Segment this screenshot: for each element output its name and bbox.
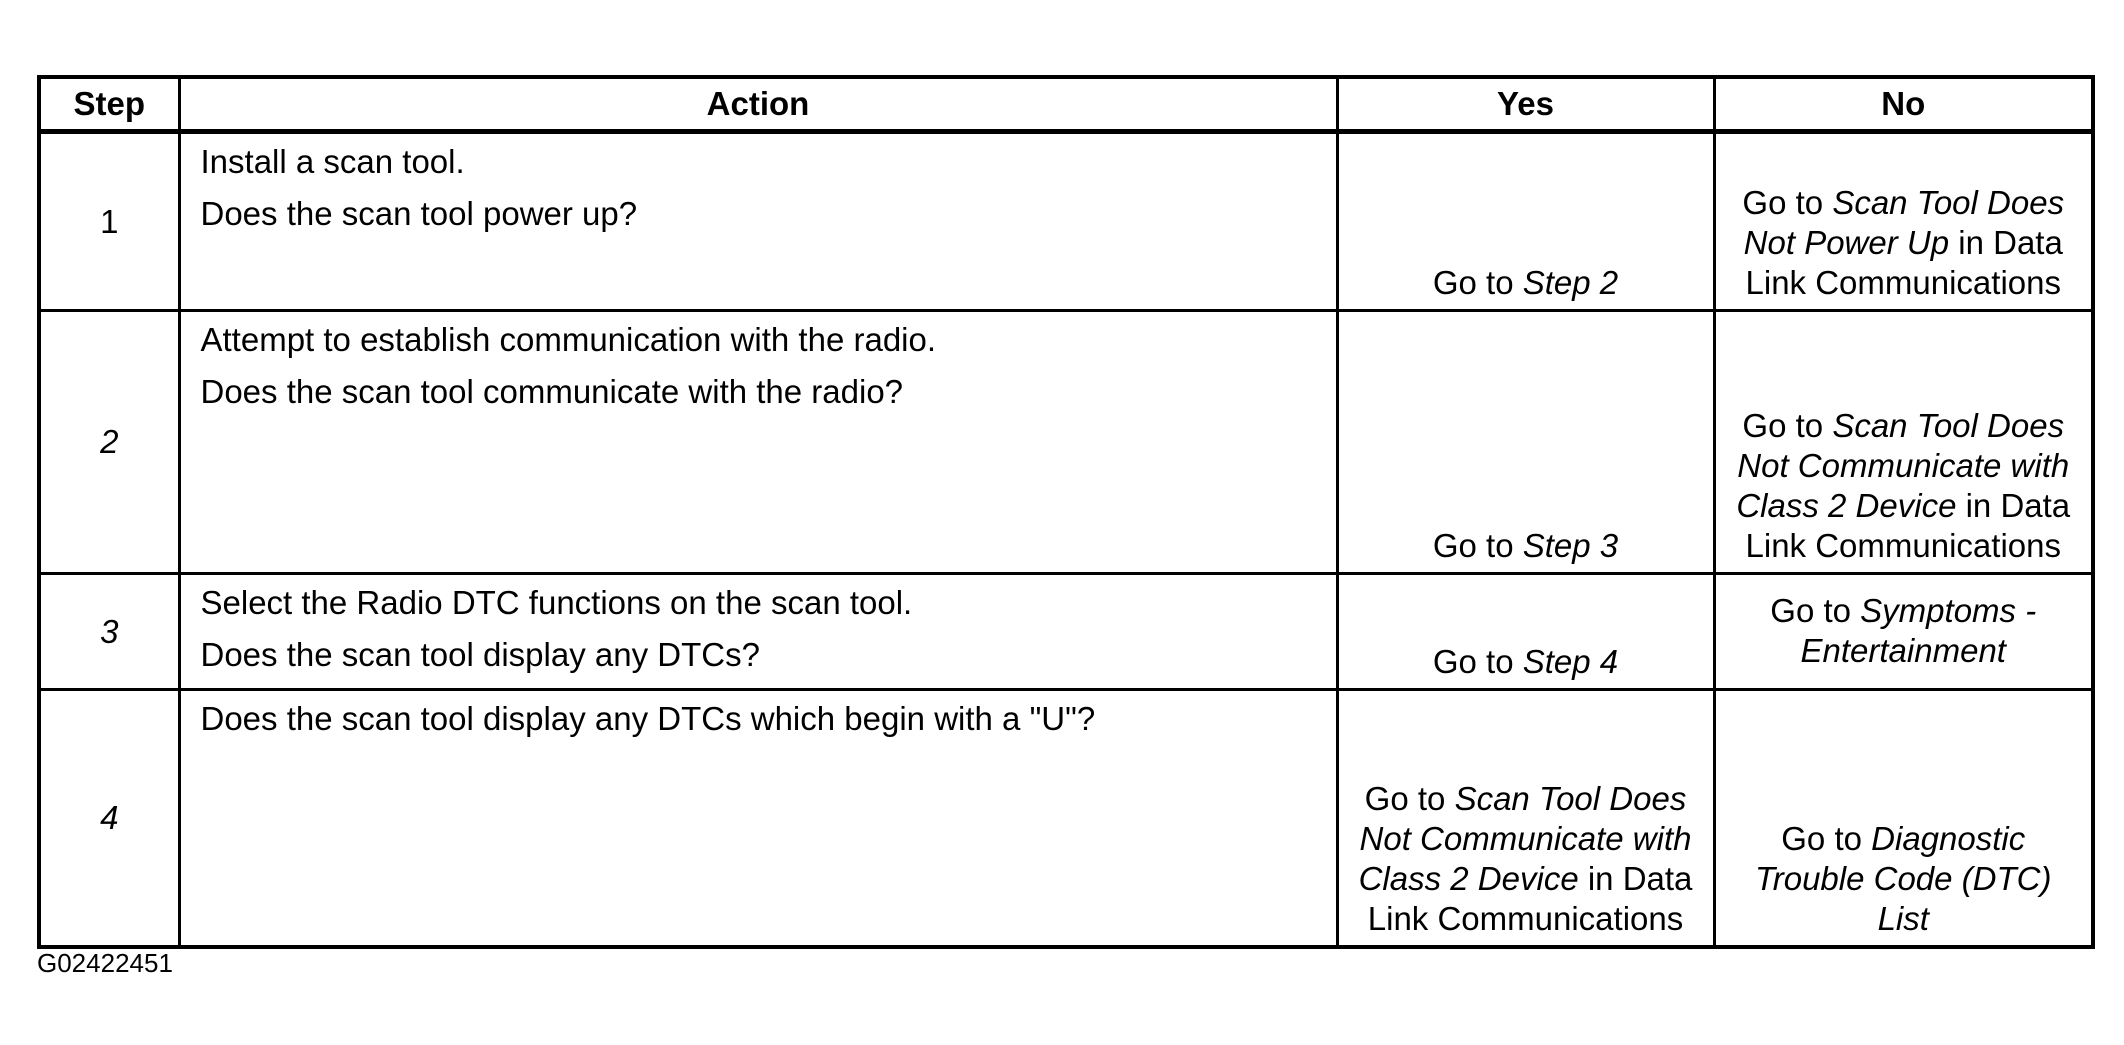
table-row: 4 Does the scan tool display any DTCs wh… xyxy=(37,688,2095,949)
no-suffix: in Data Link Communications xyxy=(1745,224,2063,301)
table-row: 3 Select the Radio DTC functions on the … xyxy=(37,572,2095,691)
yes-cell: Go to Step 3 xyxy=(1335,309,1716,575)
no-cell: Go to Symptoms - Entertainment xyxy=(1712,572,2095,691)
no-prefix: Go to xyxy=(1781,820,1872,857)
diagnostic-table: Step Action Yes No 1 Install a scan tool… xyxy=(37,75,2095,949)
action-question: Does the scan tool power up? xyxy=(200,195,638,232)
action-cell: Select the Radio DTC functions on the sc… xyxy=(177,572,1339,691)
yes-cell: Go to Step 4 xyxy=(1335,572,1716,691)
yes-prefix: Go to xyxy=(1432,527,1523,564)
action-question: Does the scan tool display any DTCs? xyxy=(200,636,760,673)
action-cell: Attempt to establish communication with … xyxy=(177,309,1339,575)
yes-reference: Step 4 xyxy=(1522,643,1619,680)
header-action: Action xyxy=(177,75,1339,133)
action-text: Install a scan tool. xyxy=(200,143,465,180)
figure-id: G02422451 xyxy=(37,948,173,978)
yes-suffix: in Data Link Communications xyxy=(1367,860,1693,937)
step-number: 2 xyxy=(37,309,181,575)
no-reference: Diagnostic Trouble Code (DTC) List xyxy=(1755,820,2052,937)
action-text: Select the Radio DTC functions on the sc… xyxy=(200,584,913,621)
no-suffix: in Data Link Communications xyxy=(1745,487,2071,564)
table-row: 1 Install a scan tool. Does the scan too… xyxy=(37,130,2095,312)
no-prefix: Go to xyxy=(1770,591,1861,629)
header-no: No xyxy=(1712,75,2095,133)
step-number: 1 xyxy=(37,130,181,312)
action-question: Does the scan tool display any DTCs whic… xyxy=(200,700,1096,737)
yes-reference: Step 2 xyxy=(1522,264,1619,301)
step-number: 3 xyxy=(37,572,181,691)
yes-prefix: Go to xyxy=(1364,780,1455,817)
no-cell: Go to Diagnostic Trouble Code (DTC) List xyxy=(1712,688,2095,949)
header-step: Step xyxy=(37,75,181,133)
no-reference: Scan Tool Does Not Communicate with Clas… xyxy=(1736,407,2070,524)
table-row: 2 Attempt to establish communication wit… xyxy=(37,309,2095,575)
no-prefix: Go to xyxy=(1742,184,1833,221)
action-question: Does the scan tool communicate with the … xyxy=(200,373,904,410)
no-cell: Go to Scan Tool Does Not Power Up in Dat… xyxy=(1712,130,2095,312)
header-yes: Yes xyxy=(1335,75,1716,133)
yes-reference: Scan Tool Does Not Communicate with Clas… xyxy=(1358,780,1692,897)
action-cell: Does the scan tool display any DTCs whic… xyxy=(177,688,1339,949)
no-cell: Go to Scan Tool Does Not Communicate wit… xyxy=(1712,309,2095,575)
yes-cell: Go to Step 2 xyxy=(1335,130,1716,312)
table-header-row: Step Action Yes No xyxy=(37,75,2095,133)
no-reference: Scan Tool Does Not Power Up xyxy=(1743,184,2065,261)
yes-prefix: Go to xyxy=(1432,643,1523,680)
action-cell: Install a scan tool. Does the scan tool … xyxy=(177,130,1339,312)
yes-cell: Go to Scan Tool Does Not Communicate wit… xyxy=(1335,688,1716,949)
no-reference: Symptoms - Entertainment xyxy=(1800,591,2037,669)
yes-prefix: Go to xyxy=(1432,264,1523,301)
action-text: Attempt to establish communication with … xyxy=(200,321,937,358)
no-prefix: Go to xyxy=(1742,407,1833,444)
step-number: 4 xyxy=(37,688,181,949)
yes-reference: Step 3 xyxy=(1522,527,1619,564)
